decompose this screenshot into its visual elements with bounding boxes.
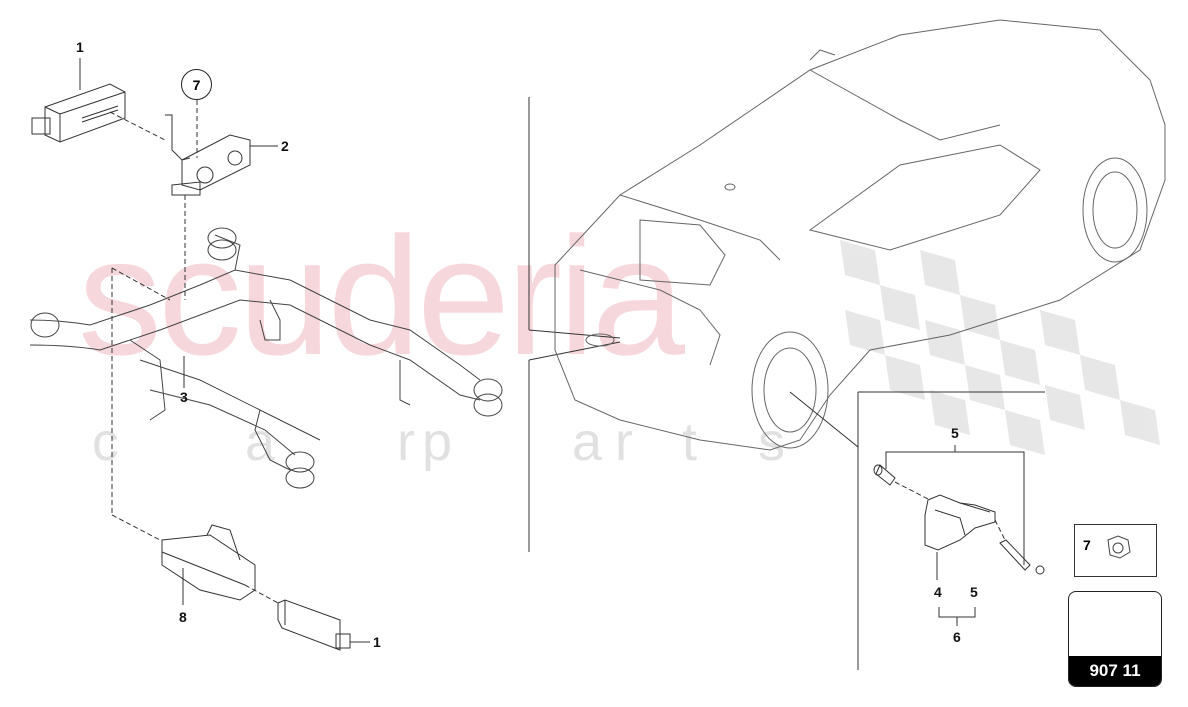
watermark-letter: c xyxy=(92,412,119,472)
next-group-button[interactable]: 907 11 xyxy=(1068,591,1162,687)
legend-item-number: 7 xyxy=(1083,537,1091,553)
callout-1-bottom[interactable]: 1 xyxy=(373,634,381,650)
group-code: 907 11 xyxy=(1069,656,1161,686)
watermark-letter: s xyxy=(758,412,785,472)
part-1-control-unit-bottom xyxy=(277,599,351,651)
callout-8[interactable]: 8 xyxy=(179,609,187,625)
part-3-subframe xyxy=(29,227,503,489)
part-5-valve-cap xyxy=(873,464,896,486)
watermark-letter: p xyxy=(422,412,453,472)
part-2-bracket xyxy=(165,114,251,196)
watermark-scuderia: scuderia xyxy=(78,202,685,390)
callout-7-text: 7 xyxy=(192,76,201,93)
callout-5-top[interactable]: 5 xyxy=(951,425,959,441)
watermark-letter: r xyxy=(615,412,633,472)
watermark-letter: t xyxy=(682,412,698,472)
car-urus-outline xyxy=(554,19,1166,451)
part-4-tpms-sensor xyxy=(924,494,996,551)
watermark-letter: a xyxy=(572,412,603,472)
part-1-control-unit-top xyxy=(31,83,126,143)
callout-4[interactable]: 4 xyxy=(934,584,942,600)
checkered-flag-watermark xyxy=(840,240,1160,455)
callout-6[interactable]: 6 xyxy=(953,629,961,645)
legend-item-7: 7 xyxy=(1074,524,1157,577)
watermark-letter: r xyxy=(397,412,415,472)
callout-3[interactable]: 3 xyxy=(180,389,188,405)
hex-flange-nut-icon xyxy=(1107,535,1131,559)
callout-7-circle[interactable]: 7 xyxy=(181,69,212,100)
part-8-bracket xyxy=(161,524,256,601)
callout-2[interactable]: 2 xyxy=(281,138,289,154)
part-5-valve-stem xyxy=(999,539,1045,575)
callout-1-top[interactable]: 1 xyxy=(76,39,84,55)
callout-5-bottom[interactable]: 5 xyxy=(970,584,978,600)
